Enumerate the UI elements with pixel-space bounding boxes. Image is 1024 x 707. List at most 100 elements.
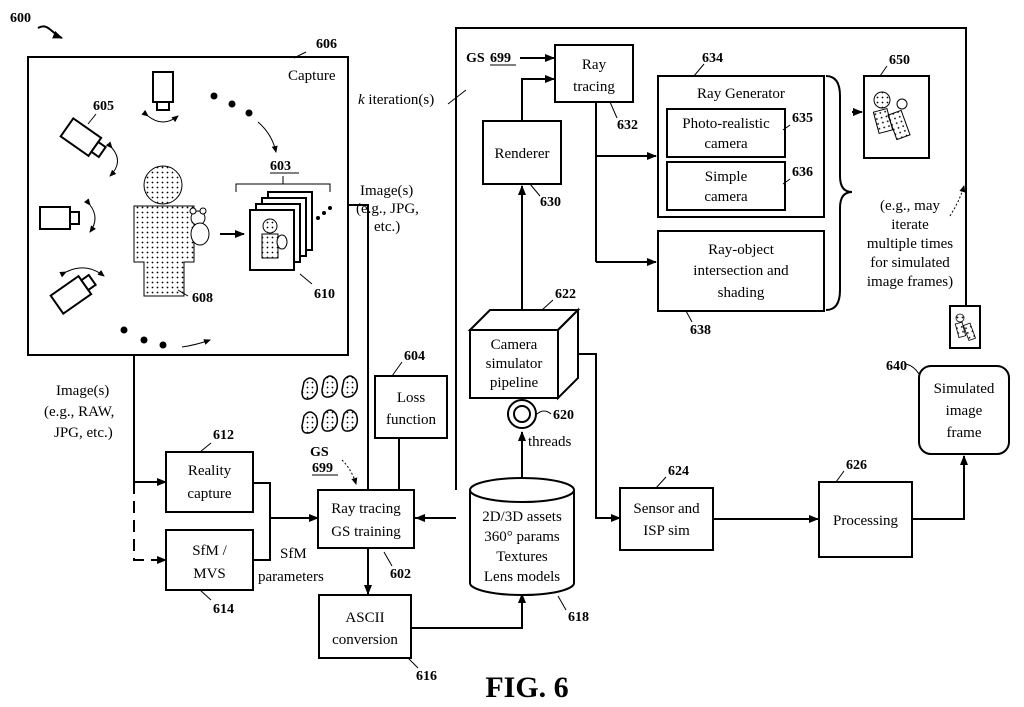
loss-function-ref: 604 [404,349,425,364]
camera-sim-ref-leader [542,300,553,310]
sim-frame-line-3: frame [947,425,982,441]
simple-camera-line-2: camera [704,189,748,205]
iterate-note-line-3: multiple times [867,236,953,252]
ray-tracing-line-1: Ray [582,57,607,73]
loss-function-line-1: Loss [397,390,426,406]
intersection-line-3: shading [718,285,765,301]
sim-frame-ref-leader [906,364,919,374]
iterate-note-line-5: image frames) [867,274,953,290]
loss-function-box [375,376,447,438]
sfm-to-training-line [253,518,270,560]
simple-camera-line-1: Simple [705,169,748,185]
sfm-mvs-ref: 614 [213,602,234,617]
sensor-box [620,488,713,550]
ray-generator-ref-leader [694,64,704,76]
ray-tracing-ref-leader [610,102,617,118]
loss-function-line-2: function [386,412,436,428]
assets-line-1: 2D/3D assets [482,509,562,525]
renderer-label: Renderer [495,146,550,162]
intersection-line-2: intersection and [693,263,789,279]
images-ref: 610 [314,287,335,302]
capture-to-reality-arrow [134,355,166,482]
ray-tracing-line-2: tracing [573,79,615,95]
figure-title: FIG. 6 [485,671,568,704]
k-iteration-text: iteration(s) [365,92,435,108]
sim-frame-line-1: Simulated [934,381,995,397]
iterate-note-line-1: (e.g., may [880,198,940,214]
image-label-left-2: (e.g., RAW, [44,404,114,420]
assets-line-4: Lens models [484,569,560,585]
reality-capture-box [166,452,253,512]
intersection-ref-leader [686,311,692,322]
output-image-ref: 650 [889,53,910,68]
camera-sim-line-2: simulator [486,356,543,372]
images-to-training-arrow [348,205,368,505]
gaussian-splats-icon [302,376,357,433]
figure-number: 600 [10,11,31,26]
camera-to-sensor-arrow [578,354,620,518]
ascii-conversion-box [319,595,411,658]
renderer-ref-leader [530,184,540,196]
ascii-line-2: conversion [332,632,398,648]
threads-icon [508,400,536,428]
ascii-to-assets-arrow [411,594,522,628]
camera-sim-line-3: pipeline [490,375,539,391]
sensor-line-2: ISP sim [643,523,690,539]
reality-capture-line-1: Reality [188,463,232,479]
sensor-ref-leader [656,477,666,488]
simple-camera-ref: 636 [792,165,813,180]
gs-icon-label: GS [310,445,329,460]
ascii-ref-leader [408,658,418,668]
figure-number-arrow [38,26,62,38]
sensor-line-1: Sensor and [633,501,700,517]
loss-ref-leader [392,362,402,376]
assets-ref: 618 [568,610,589,625]
ray-generator-ref: 634 [702,51,723,66]
sim-frame-ref: 640 [886,359,907,374]
gs-training-line-1: Ray tracing [331,501,401,517]
ascii-line-1: ASCII [345,610,384,626]
capture-to-sfm-arrow [134,482,166,560]
image-label-top-2: (e.g., JPG, [356,201,419,217]
ray-tracing-ref: 632 [617,118,638,133]
renderer-to-ray-tracing-arrow [522,79,554,121]
sfm-ref-leader [200,590,211,600]
assets-line-3: Textures [496,549,548,565]
capture-ref: 606 [316,37,337,52]
k-iteration-label: k iteration(s) [358,92,434,108]
iterate-note-dotted-arrow [950,186,964,216]
threads-ref-leader [537,411,551,414]
threads-ref: 620 [553,408,574,423]
training-ref-leader [384,552,392,566]
sfm-params-line-2: parameters [258,569,324,585]
reality-ref-leader [200,443,211,452]
threads-label: threads [528,434,571,450]
gs-top-label: GS [466,51,485,66]
camera-sim-ref: 622 [555,287,576,302]
processing-to-frame-arrow [912,456,964,519]
output-ref-leader [880,66,887,76]
intersection-ref: 638 [690,323,711,338]
assets-ref-leader [558,596,566,610]
assets-line-2: 360° params [484,529,560,545]
camera-ref: 605 [93,99,114,114]
group-ref: 603 [270,159,291,174]
processing-ref-leader [836,471,844,482]
image-label-left-1: Image(s) [56,383,109,399]
renderer-ref: 630 [540,195,561,210]
photo-camera-line-1: Photo-realistic [682,116,770,132]
processing-ref: 626 [846,458,867,473]
image-label-left-3: JPG, etc.) [54,425,113,441]
reality-capture-line-2: capture [187,486,231,502]
iterate-note-line-4: for simulated [870,255,950,271]
gs-training-ref: 602 [390,567,411,582]
image-label-top-3: etc.) [374,219,400,235]
intersection-line-1: Ray-object [708,242,775,258]
gs-icon-ref: 699 [312,461,333,476]
photo-camera-ref: 635 [792,111,813,126]
sfm-params-line-1: SfM [280,546,307,562]
ray-generator-label: Ray Generator [697,86,785,102]
output-brace [826,76,852,310]
sfm-mvs-line-1: SfM / [192,543,227,559]
